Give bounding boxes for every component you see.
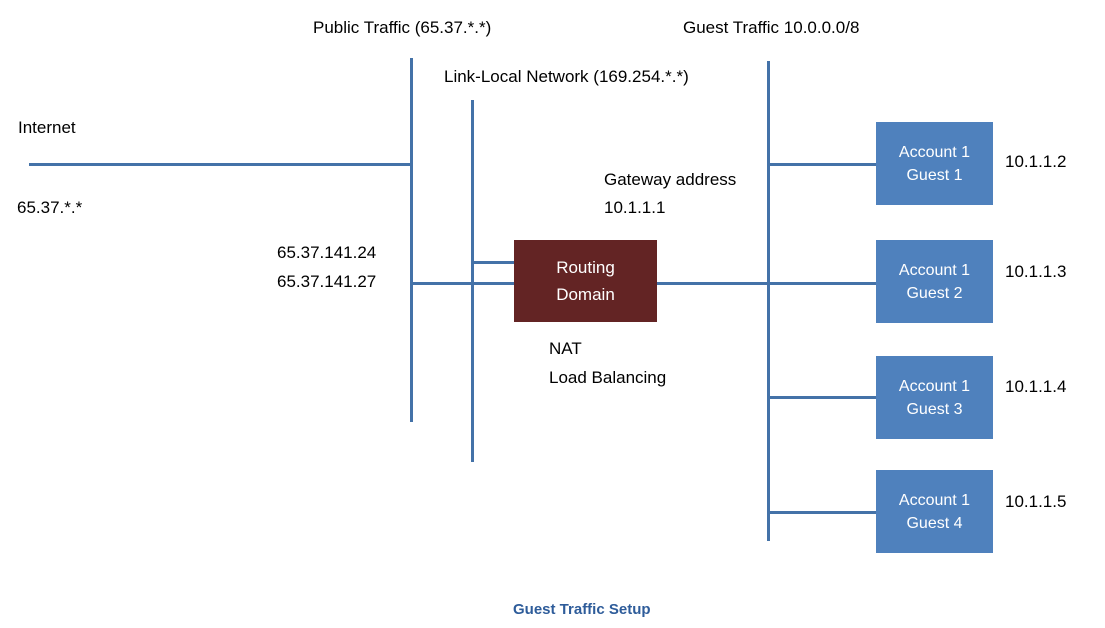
- guest-2-ip-label: 10.1.1.3: [1005, 262, 1067, 281]
- guest-trunk-to-guest4-line: [767, 511, 877, 514]
- public-ip-24-label: 65.37.141.24: [277, 243, 377, 262]
- router-to-guest2-line: [656, 282, 877, 285]
- link-local-network-label: Link-Local Network (169.254.*.*): [444, 67, 689, 86]
- guest-traffic-label: Guest Traffic 10.0.0.0/8: [683, 18, 860, 37]
- guest-trunk-to-guest3-line: [767, 396, 877, 399]
- guest-1-ip-label: 10.1.1.2: [1005, 152, 1067, 171]
- routing-domain-line1: Routing: [556, 258, 615, 277]
- internet-label: Internet: [18, 118, 76, 137]
- guest-3-name: Guest 3: [906, 400, 963, 418]
- internet-to-public-trunk-line: [29, 163, 412, 166]
- link-local-trunk-line: [471, 100, 474, 462]
- public-traffic-trunk-line: [410, 58, 413, 422]
- public-traffic-label: Public Traffic (65.37.*.*): [313, 18, 492, 37]
- guest-traffic-trunk-line: [767, 61, 770, 541]
- link-local-to-router-line: [471, 261, 516, 264]
- guest-4-ip-label: 10.1.1.5: [1005, 492, 1067, 511]
- guest-box-1[interactable]: Account 1 Guest 1: [876, 122, 993, 205]
- nat-label: NAT: [549, 339, 582, 358]
- routing-domain-line2: Domain: [556, 285, 615, 304]
- guest-box-3[interactable]: Account 1 Guest 3: [876, 356, 993, 439]
- guest-3-ip-label: 10.1.1.4: [1005, 377, 1067, 396]
- guest-box-4[interactable]: Account 1 Guest 4: [876, 470, 993, 553]
- guest-2-name: Guest 2: [906, 284, 963, 302]
- guest-3-account: Account 1: [898, 377, 971, 395]
- diagram-caption: Guest Traffic Setup: [513, 601, 651, 618]
- load-balancing-label: Load Balancing: [549, 368, 667, 387]
- guest-box-2[interactable]: Account 1 Guest 2: [876, 240, 993, 323]
- internet-ip-range-label: 65.37.*.*: [17, 198, 83, 217]
- guest-2-account: Account 1: [898, 261, 971, 279]
- guest-1-name: Guest 1: [906, 166, 963, 184]
- guest-trunk-to-guest1-line: [767, 163, 877, 166]
- gateway-ip-label: 10.1.1.1: [604, 198, 666, 217]
- guest-4-account: Account 1: [898, 491, 971, 509]
- public-ip-27-label: 65.37.141.27: [277, 272, 377, 291]
- gateway-address-label: Gateway address: [604, 170, 737, 189]
- guest-1-account: Account 1: [898, 143, 971, 161]
- routing-domain-box[interactable]: Routing Domain: [514, 240, 657, 322]
- public-trunk-to-router-line: [410, 282, 516, 285]
- guest-4-name: Guest 4: [906, 514, 963, 532]
